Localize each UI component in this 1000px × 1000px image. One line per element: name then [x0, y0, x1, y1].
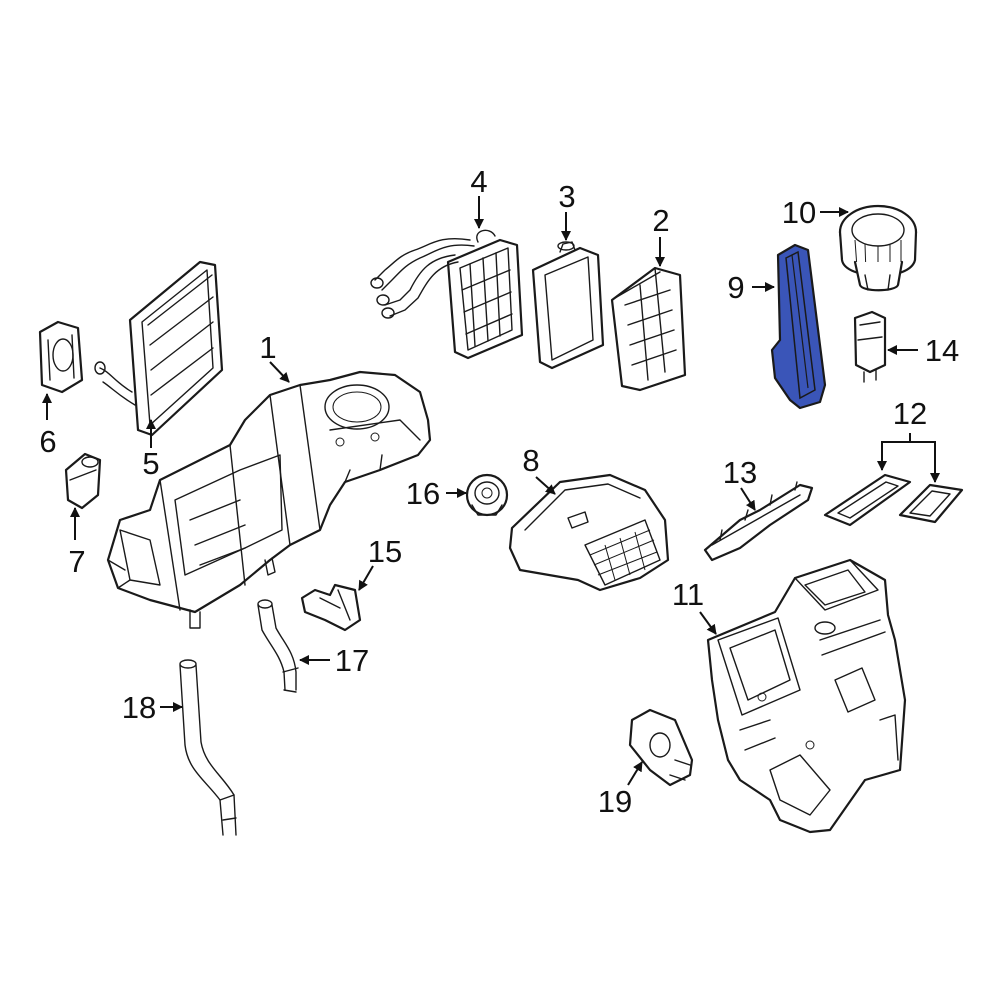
callout-numbers: 1 2 3 4 5 6 7 8 9 10 11 12 13 14 15 16 1… [39, 164, 959, 819]
callout-15: 15 [368, 534, 402, 569]
leader-8 [535, 476, 556, 495]
part-9-seal-highlighted[interactable] [770, 243, 827, 410]
part-11-lower-housing[interactable] [706, 558, 907, 834]
callout-16: 16 [406, 476, 440, 511]
callout-11: 11 [672, 577, 704, 612]
leader-12b [910, 441, 940, 483]
part-19-actuator[interactable] [628, 708, 694, 787]
leader-11 [699, 611, 717, 635]
part-2-filter[interactable] [610, 266, 687, 392]
callout-14: 14 [925, 333, 959, 368]
callout-2: 2 [652, 203, 669, 238]
callout-9: 9 [727, 270, 744, 305]
leader-19 [627, 761, 643, 786]
part-10-blower-motor[interactable] [838, 204, 918, 292]
leader-15 [358, 565, 374, 591]
part-5-evaporator-core[interactable] [94, 260, 224, 437]
part-8-air-inlet-housing[interactable] [508, 473, 670, 592]
part-7-sensor[interactable] [64, 452, 102, 510]
callout-4: 4 [470, 164, 487, 199]
leader-13 [740, 487, 756, 511]
callout-8: 8 [522, 443, 539, 478]
callout-1: 1 [259, 330, 276, 365]
leader-1 [269, 361, 290, 383]
part-13-bracket[interactable] [703, 481, 814, 562]
part-14-blower-resistor[interactable] [853, 310, 887, 383]
callout-13: 13 [723, 455, 757, 490]
part-12-gaskets[interactable] [823, 473, 964, 527]
part-1-hvac-housing[interactable] [106, 370, 432, 629]
callout-19: 19 [598, 784, 632, 819]
callout-3: 3 [558, 179, 575, 214]
callout-17: 17 [335, 643, 369, 678]
leader-12a [877, 433, 911, 471]
part-15-connector[interactable] [300, 583, 362, 632]
part-16-actuator[interactable] [465, 473, 509, 517]
callout-12: 12 [893, 396, 927, 431]
part-6-actuator[interactable] [38, 320, 84, 394]
part-3-heater-core[interactable] [531, 241, 605, 370]
part-4-evaporator[interactable] [370, 229, 524, 360]
part-18-drain-tube[interactable] [179, 659, 237, 836]
leader-arrows [42, 196, 940, 786]
callout-5: 5 [142, 446, 159, 481]
callout-18: 18 [122, 690, 156, 725]
callout-7: 7 [68, 544, 85, 579]
part-17-hose[interactable] [257, 599, 299, 693]
callout-6: 6 [39, 424, 56, 459]
callout-10: 10 [782, 195, 816, 230]
